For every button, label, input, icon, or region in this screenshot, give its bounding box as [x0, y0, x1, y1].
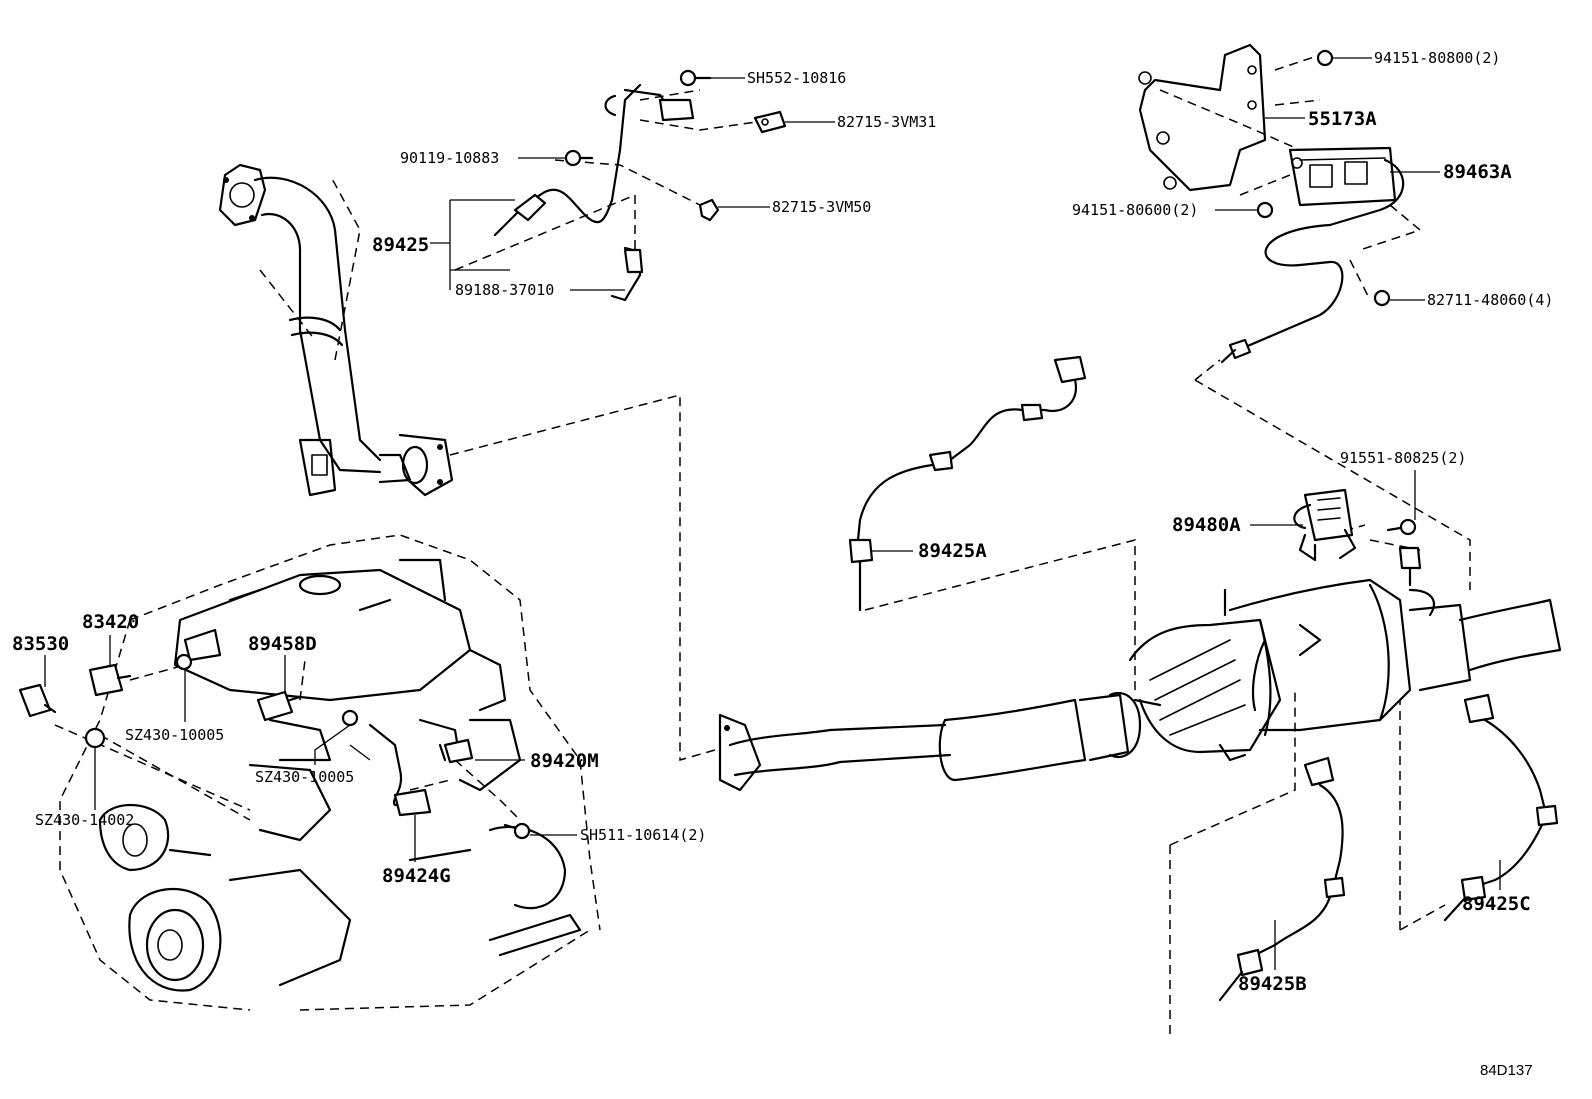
label-sz430-14002[interactable]: SZ430-14002 [35, 811, 134, 829]
label-89420m[interactable]: 89420M [530, 750, 599, 772]
label-89458d[interactable]: 89458D [248, 633, 317, 655]
exhaust-catalyst-dpf [718, 546, 1562, 792]
sensor-hardware-upper [564, 69, 787, 222]
label-89425b[interactable]: 89425B [1238, 973, 1307, 995]
label-89425a[interactable]: 89425A [918, 540, 987, 562]
label-82711-48060[interactable]: 82711-48060(4) [1427, 291, 1553, 309]
sensor-bracket-55173a [1138, 43, 1267, 192]
label-55173a[interactable]: 55173A [1308, 108, 1377, 130]
label-89188-37010[interactable]: 89188-37010 [455, 281, 554, 299]
label-89424g[interactable]: 89424G [382, 865, 451, 887]
label-89425c[interactable]: 89425C [1462, 893, 1531, 915]
label-82715-3vm31[interactable]: 82715-3VM31 [837, 113, 936, 131]
label-89425[interactable]: 89425 [372, 234, 429, 256]
engine-sensors [18, 653, 531, 840]
label-91551-80825[interactable]: 91551-80825(2) [1340, 449, 1466, 467]
label-sz430-10005-lower[interactable]: SZ430-10005 [255, 768, 354, 786]
label-sh552-10816[interactable]: SH552-10816 [747, 69, 846, 87]
label-89463a[interactable]: 89463A [1443, 161, 1512, 183]
label-83420[interactable]: 83420 [82, 611, 139, 633]
label-90119-10883[interactable]: 90119-10883 [400, 149, 499, 167]
egt-sensor-89425b [1218, 756, 1346, 1002]
label-89480a[interactable]: 89480A [1172, 514, 1241, 536]
egt-sensor-89425 [493, 83, 695, 302]
diagram-id: 84D137 [1480, 1062, 1533, 1079]
label-94151-80800[interactable]: 94151-80800(2) [1374, 49, 1500, 67]
label-sh511-10614[interactable]: SH511-10614(2) [580, 826, 706, 844]
egt-sensor-89425c [1443, 693, 1559, 922]
leader-lines [44, 57, 1501, 970]
assembly-dashed-lines [54, 54, 1471, 1035]
label-94151-80600[interactable]: 94151-80600(2) [1072, 201, 1198, 219]
label-82715-3vm50[interactable]: 82715-3VM50 [772, 198, 871, 216]
pressure-sensor-89480a [1293, 488, 1417, 562]
nox-sensor-unit-89463a [1220, 49, 1405, 364]
part-labels: SH552-10816 82715-3VM31 90119-10883 8271… [12, 49, 1553, 1079]
egt-sensor-89425a [848, 355, 1087, 612]
exhaust-front-pipe [218, 163, 454, 497]
label-sz430-10005-upper[interactable]: SZ430-10005 [125, 726, 224, 744]
label-83530[interactable]: 83530 [12, 633, 69, 655]
